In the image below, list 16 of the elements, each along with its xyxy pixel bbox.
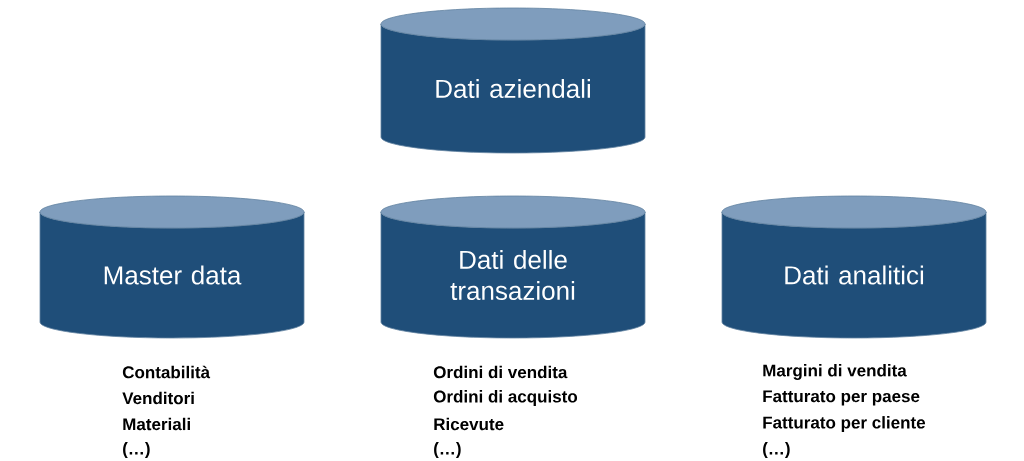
caption-text: Ordini di vendita [433, 365, 568, 379]
database-cylinder: Dati aziendali [380, 7, 646, 154]
caption-text: Fatturato per cliente [763, 416, 926, 432]
caption-text: (…) [123, 442, 150, 458]
caption-text: Venditori [122, 391, 194, 405]
caption-text: Ricevute [434, 417, 504, 431]
caption-text: Margini di vendita [763, 364, 907, 380]
caption-text: Contabilità [122, 365, 211, 379]
database-cylinder: Master data [39, 195, 305, 339]
database-cylinder: Dati delle transazioni [380, 195, 646, 339]
database-cylinder: Dati analitici [721, 195, 987, 339]
caption-text: Materiali [123, 417, 190, 431]
caption-text: Ordini di acquisto [433, 390, 578, 406]
caption-text: (…) [763, 442, 790, 458]
caption-text: Fatturato per paese [763, 390, 920, 406]
caption-text: (…) [434, 442, 461, 458]
